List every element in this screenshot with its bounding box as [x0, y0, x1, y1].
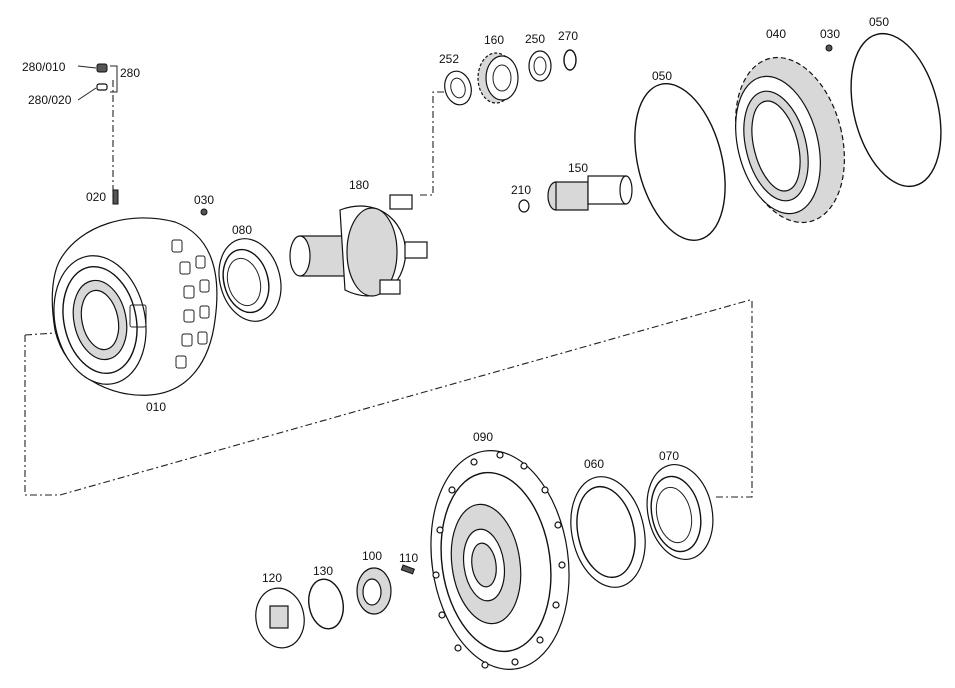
part-080-bearing	[218, 238, 282, 322]
label-280-020: 280/020	[28, 93, 72, 107]
part-030-ball-b	[825, 44, 833, 52]
part-040-ring-gear	[735, 56, 845, 224]
label-020: 020	[86, 190, 106, 204]
part-050-oring-b	[850, 32, 942, 188]
label-110: 110	[399, 551, 418, 565]
label-070: 070	[659, 449, 679, 463]
part-120-cover	[255, 587, 305, 649]
label-210: 210	[511, 183, 531, 197]
label-090: 090	[473, 430, 493, 444]
label-180: 180	[349, 178, 369, 192]
label-130: 130	[313, 564, 333, 578]
part-070-bearing	[646, 463, 714, 561]
label-280-010: 280/010	[22, 60, 66, 74]
label-150: 150	[568, 161, 588, 175]
label-280: 280	[120, 66, 140, 80]
label-080: 080	[232, 223, 252, 237]
part-090-hub	[430, 450, 570, 670]
part-180-planet-carrier	[289, 194, 428, 297]
label-060: 060	[584, 457, 604, 471]
label-040: 040	[766, 27, 786, 41]
label-252: 252	[439, 52, 459, 66]
part-020-pin	[112, 189, 119, 205]
part-252-bearing	[444, 70, 472, 106]
part-030-ball-a	[200, 208, 208, 216]
part-250-bearing	[528, 50, 552, 82]
part-130-oring	[308, 578, 344, 630]
label-160: 160	[484, 33, 504, 47]
label-270: 270	[558, 29, 578, 43]
part-210-plug	[518, 199, 530, 213]
label-120: 120	[262, 571, 282, 585]
part-270-snap-ring	[563, 49, 577, 71]
part-010-housing	[51, 217, 218, 396]
part-060-seal	[570, 476, 646, 588]
part-160-gear	[477, 52, 519, 104]
part-110-pin	[400, 564, 415, 575]
label-030-b: 030	[820, 27, 840, 41]
label-250: 250	[525, 32, 545, 46]
part-labels: 280/010 280 280/020 020 030 080 010 180 …	[22, 15, 889, 585]
part-100-nut	[356, 567, 392, 615]
part-280-pins	[77, 63, 118, 101]
label-100: 100	[362, 549, 382, 563]
label-030-a: 030	[194, 193, 214, 207]
part-150-shaft	[547, 175, 633, 211]
part-050-oring-a	[634, 83, 726, 241]
label-010: 010	[146, 400, 166, 414]
label-050-b: 050	[869, 15, 889, 29]
label-050-a: 050	[652, 69, 672, 83]
